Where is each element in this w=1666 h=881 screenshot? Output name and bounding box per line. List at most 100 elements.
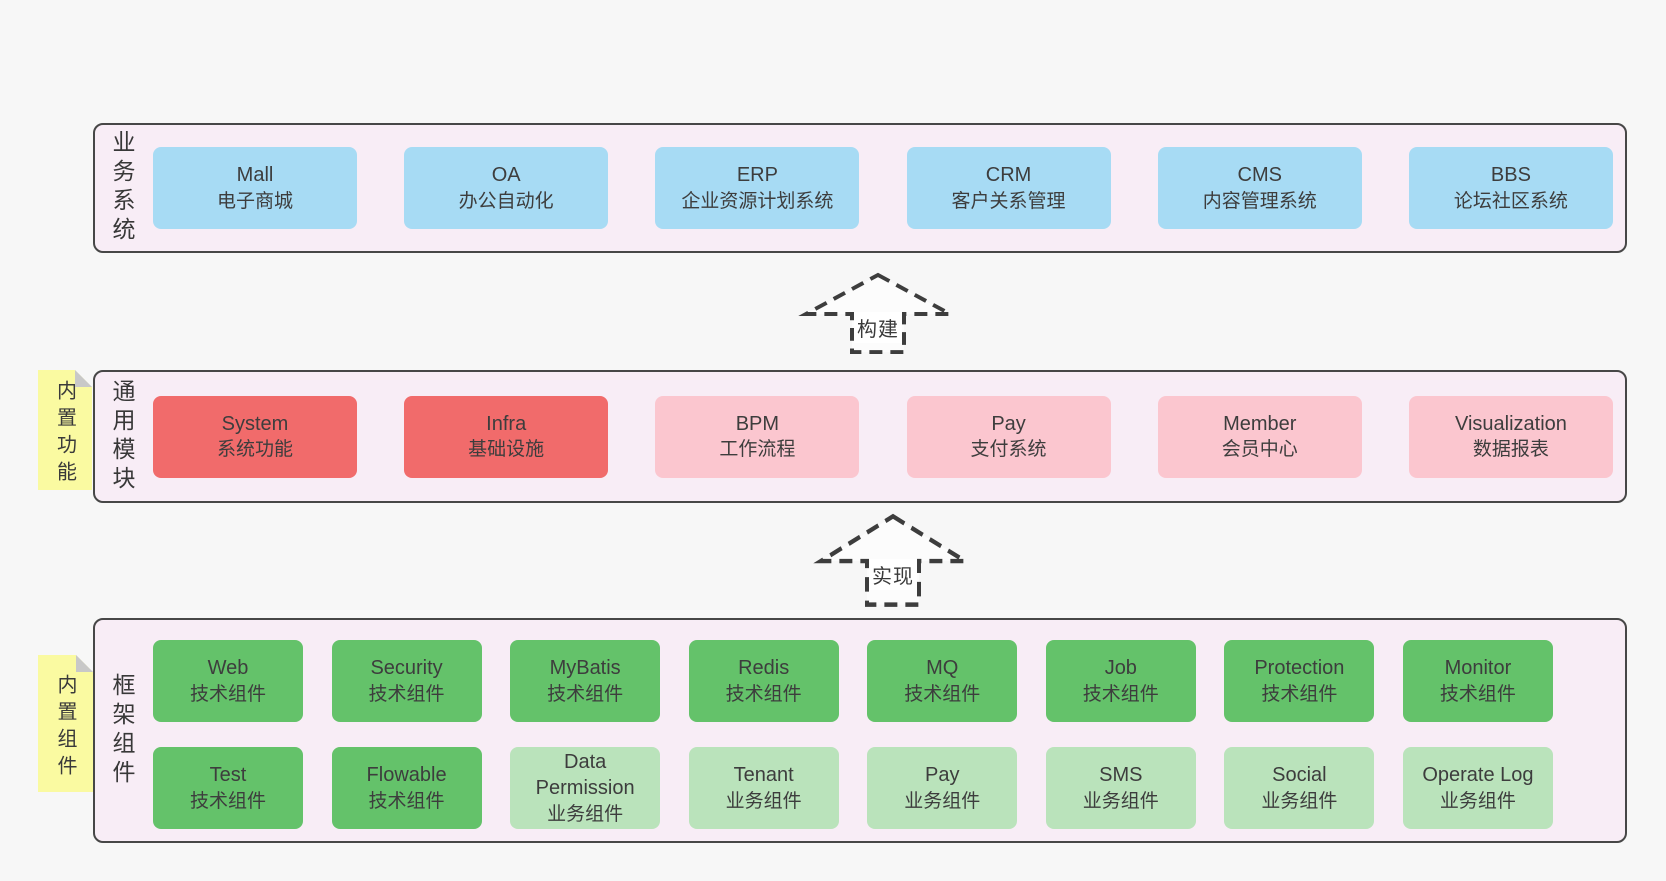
box-test-subtitle: 技术组件 [189,790,266,812]
box-bpm-title: BPM [735,412,780,435]
box-mall-title: Mall [236,164,274,187]
box-crm: CRM 客户关系管理 [906,147,1111,229]
box-visualization-subtitle: 数据报表 [1472,439,1549,461]
box-mq: MQ 技术组件 [867,640,1018,722]
box-sms-title: SMS [1099,764,1143,787]
box-tenant-subtitle: 业务组件 [725,790,802,812]
box-bbs-title: BBS [1490,164,1531,187]
sticky-builtin-components-text: 内置组件 [54,673,76,782]
box-system: System 系统功能 [153,395,357,478]
components-row-2: Test 技术组件 Flowable 技术组件 Data Permission … [153,747,1553,829]
box-bpm: BPM 工作流程 [655,395,860,478]
box-monitor-subtitle: 技术组件 [1439,683,1516,705]
box-redis: Redis 技术组件 [688,640,839,722]
box-visualization: Visualization 数据报表 [1408,395,1613,478]
box-mq-title: MQ [926,657,959,680]
box-test: Test 技术组件 [153,747,303,829]
box-security-title: Security [370,657,443,680]
layer-modules-label: 通用模块 [109,378,135,495]
box-erp: ERP 企业资源计划系统 [655,147,860,229]
arrow-implement-label: 实现 [869,558,917,590]
sticky-note-builtin-components: 内置组件 [38,655,93,792]
box-web-subtitle: 技术组件 [189,683,266,705]
box-system-title: System [221,412,289,435]
box-crm-title: CRM [985,164,1032,187]
box-erp-subtitle: 企业资源计划系统 [681,190,834,212]
box-data-permission-subtitle: 业务组件 [547,803,624,825]
box-member-subtitle: 会员中心 [1221,439,1298,461]
box-redis-title: Redis [738,657,790,680]
box-security-subtitle: 技术组件 [368,683,445,705]
box-social: Social 业务组件 [1224,747,1375,829]
box-infra-subtitle: 基础设施 [468,439,545,461]
box-social-subtitle: 业务组件 [1261,790,1338,812]
arrow-build: 构建 [798,272,958,355]
box-cms-title: CMS [1237,164,1282,187]
box-flowable: Flowable 技术组件 [331,747,482,829]
box-pay: Pay 支付系统 [906,395,1111,478]
arrow-implement: 实现 [813,513,973,608]
box-member: Member 会员中心 [1157,395,1362,478]
box-flowable-subtitle: 技术组件 [368,790,445,812]
box-test-title: Test [209,764,247,787]
business-boxes: Mall 电子商城 OA 办公自动化 ERP 企业资源计划系统 CRM 客户关系… [153,125,1613,251]
box-protection: Protection 技术组件 [1224,640,1375,722]
box-mybatis-subtitle: 技术组件 [547,683,624,705]
box-job-subtitle: 技术组件 [1082,683,1159,705]
box-oa-title: OA [491,164,521,187]
box-web-title: Web [207,657,249,680]
box-pay-subtitle: 支付系统 [970,439,1047,461]
layer-common-modules: 通用模块 System 系统功能 Infra 基础设施 BPM 工作流程 Pay… [93,370,1627,503]
box-operate-log-title: Operate Log [1422,764,1534,787]
box-cms-subtitle: 内容管理系统 [1202,190,1317,212]
arrow-build-label: 构建 [854,311,902,343]
box-social-title: Social [1272,764,1327,787]
layer-framework-components: 框架组件 Web 技术组件 Security 技术组件 MyBatis 技术组件… [93,618,1627,843]
box-system-subtitle: 系统功能 [216,439,293,461]
sticky-builtin-features-text: 内置功能 [53,380,76,488]
box-erp-title: ERP [736,164,778,187]
box-pay-component-title: Pay [925,764,960,787]
components-row-1: Web 技术组件 Security 技术组件 MyBatis 技术组件 Redi… [153,640,1553,722]
box-job-title: Job [1104,657,1137,680]
box-mq-subtitle: 技术组件 [904,683,981,705]
box-tenant-title: Tenant [733,764,794,787]
box-mall-subtitle: 电子商城 [216,190,293,212]
layer-business-label: 业务系统 [109,130,135,246]
box-data-permission-title: Data Permission [535,751,635,800]
box-pay-component: Pay 业务组件 [867,747,1018,829]
box-mall: Mall 电子商城 [153,147,357,229]
box-monitor-title: Monitor [1444,657,1512,680]
box-crm-subtitle: 客户关系管理 [951,190,1066,212]
box-monitor: Monitor 技术组件 [1402,640,1553,722]
box-bbs: BBS 论坛社区系统 [1408,147,1613,229]
box-operate-log-subtitle: 业务组件 [1439,790,1516,812]
box-security: Security 技术组件 [331,640,482,722]
box-pay-title: Pay [991,412,1026,435]
layer-components-label: 框架组件 [109,672,135,789]
sticky-note-builtin-features: 内置功能 [38,370,92,490]
box-mybatis: MyBatis 技术组件 [510,640,661,722]
box-redis-subtitle: 技术组件 [725,683,802,705]
box-job: Job 技术组件 [1045,640,1196,722]
box-operate-log: Operate Log 业务组件 [1402,747,1553,829]
box-bpm-subtitle: 工作流程 [719,439,796,461]
box-tenant: Tenant 业务组件 [688,747,839,829]
box-web: Web 技术组件 [153,640,303,722]
box-infra: Infra 基础设施 [404,395,609,478]
box-bbs-subtitle: 论坛社区系统 [1453,190,1568,212]
box-data-permission: Data Permission 业务组件 [510,747,661,829]
box-sms: SMS 业务组件 [1045,747,1196,829]
box-protection-title: Protection [1254,657,1345,680]
box-visualization-title: Visualization [1454,412,1567,435]
module-boxes: System 系统功能 Infra 基础设施 BPM 工作流程 Pay 支付系统… [153,372,1613,501]
box-pay-component-subtitle: 业务组件 [904,790,981,812]
box-oa: OA 办公自动化 [404,147,609,229]
box-member-title: Member [1223,412,1297,435]
box-protection-subtitle: 技术组件 [1261,683,1338,705]
box-infra-title: Infra [486,412,527,435]
box-sms-subtitle: 业务组件 [1082,790,1159,812]
box-oa-subtitle: 办公自动化 [458,190,554,212]
box-flowable-title: Flowable [366,764,447,787]
